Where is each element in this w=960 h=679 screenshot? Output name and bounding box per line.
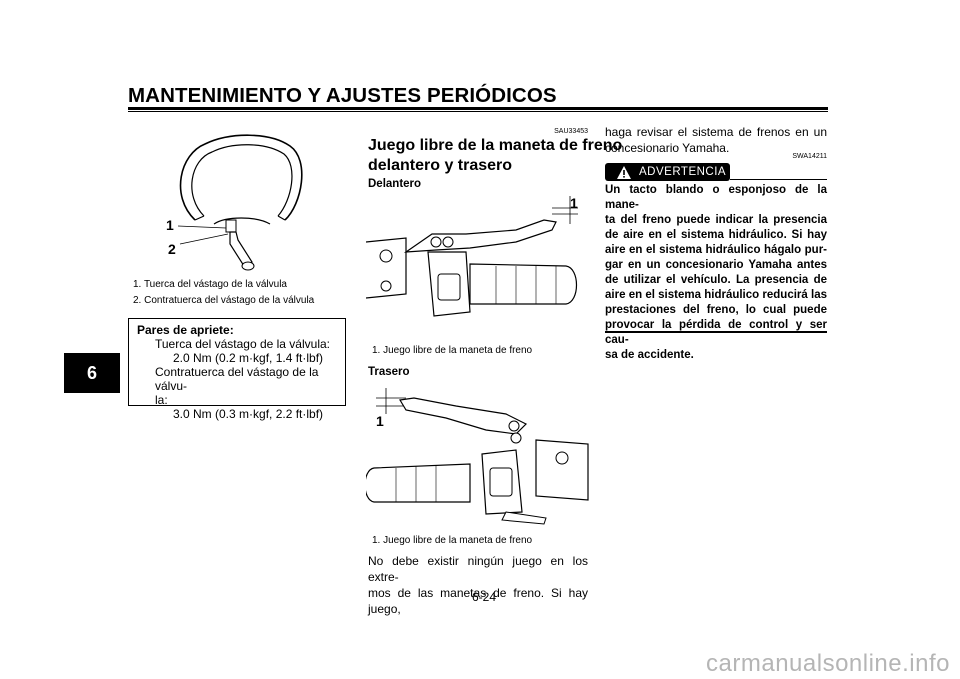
warning-bottom-rule [605, 331, 827, 333]
warning-rule [730, 179, 827, 180]
page-number: 6-24 [471, 590, 497, 604]
warning-line: provocar la pérdida de control y ser cau… [605, 319, 827, 346]
warning-line: Un tacto blando o esponjoso de la mane- [605, 184, 827, 211]
warning-badge: ADVERTENCIA [605, 163, 730, 181]
torque-value: 2.0 Nm (0.2 m·kgf, 1.4 ft·lbf) [173, 351, 324, 365]
rear-lever-figure: 1 [366, 388, 589, 525]
warning-line: de utilizar el vehículo. La presencia de [605, 274, 827, 286]
torque-line: Tuerca del vástago de la válvula: [155, 337, 330, 351]
paragraph-line: mos de las manetas de freno. Si hay jueg… [368, 586, 588, 616]
valve-stem-figure: 1 2 [166, 134, 303, 271]
warning-line: sa de accidente. [605, 349, 694, 361]
paragraph-line: No debe existir ningún juego en los extr… [368, 554, 588, 584]
front-caption: 1. Juego libre de la maneta de freno [372, 345, 533, 356]
front-figure-label: 1 [570, 195, 578, 211]
torque-line: la: [155, 393, 168, 407]
front-label: Delantero [368, 178, 422, 190]
warning-line: ta del freno puede indicar la presencia [605, 214, 827, 226]
warning-line: aire en el sistema hidráulico hágalo pur… [605, 244, 827, 256]
warning-badge-label: ADVERTENCIA [639, 166, 727, 178]
torque-value: 3.0 Nm (0.3 m·kgf, 2.2 ft·lbf) [173, 407, 324, 421]
paragraph-line: haga revisar el sistema de frenos en un [605, 125, 827, 139]
warning-line: gar en un concesionario Yamaha antes [605, 259, 827, 271]
caption-valve-nut: 1. Tuerca del vástago de la válvula [133, 279, 287, 290]
warning-text: Un tacto blando o esponjoso de la mane- … [605, 183, 827, 363]
figure-label-2: 2 [168, 241, 176, 257]
figure-label-1: 1 [166, 217, 174, 233]
torque-line: Contratuerca del vástago de la válvu- [155, 365, 319, 393]
page-title: MANTENIMIENTO Y AJUSTES PERIÓDICOS [128, 84, 557, 107]
section-heading-line: delantero y trasero [368, 157, 513, 174]
torque-spec-box: Pares de apriete: Tuerca del vástago de … [128, 318, 346, 421]
warning-code: SWA14211 [792, 153, 827, 160]
chapter-tab: 6 [64, 353, 120, 393]
warning-triangle-icon [617, 165, 631, 179]
warning-line: aire en el sistema hidráulico reducirá l… [605, 289, 827, 301]
watermark: carmanualsonline.info [706, 650, 950, 677]
section-code: SAU33453 [554, 128, 588, 135]
warning-line: prestaciones del freno, lo cual puede [605, 304, 827, 316]
header-rule [128, 107, 828, 110]
middle-paragraph: No debe existir ningún juego en los extr… [368, 553, 588, 617]
header-rule-thin [128, 111, 828, 112]
rear-figure-label: 1 [376, 413, 384, 429]
paragraph-line: concesionario Yamaha. [605, 141, 730, 155]
rear-caption: 1. Juego libre de la maneta de freno [372, 535, 533, 546]
front-lever-figure: 1 [366, 195, 578, 317]
right-paragraph: haga revisar el sistema de frenos en un … [605, 124, 827, 156]
section-heading: Juego libre de la maneta de freno delant… [368, 136, 622, 176]
section-heading-line: Juego libre de la maneta de freno [368, 137, 623, 154]
rear-label: Trasero [368, 366, 410, 378]
torque-heading: Pares de apriete: [137, 323, 234, 337]
warning-line: de aire en el sistema hidráulico. Si hay [605, 229, 827, 241]
caption-valve-locknut: 2. Contratuerca del vástago de la válvul… [133, 295, 315, 306]
